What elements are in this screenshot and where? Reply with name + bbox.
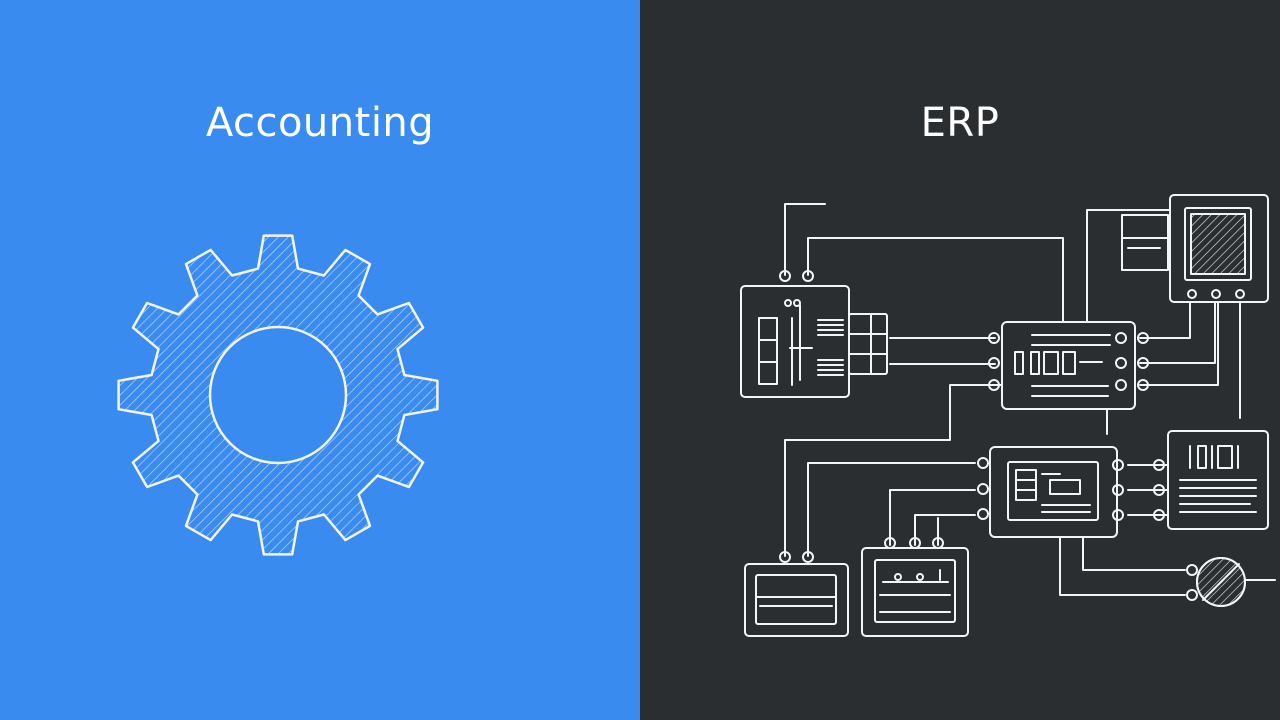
accounting-panel: Accounting (0, 0, 640, 720)
module-top-right (1121, 194, 1269, 303)
erp-title: ERP (920, 100, 1000, 146)
erp-panel: ERP (640, 0, 1280, 720)
system-network-diagram-icon (740, 194, 1276, 637)
gauge-icon (1186, 557, 1246, 607)
module-right-document (1167, 430, 1269, 530)
module-middle (977, 446, 1165, 538)
connector-lines (784, 203, 1276, 596)
module-bottom-middle (861, 537, 969, 637)
accounting-title: Accounting (205, 100, 435, 146)
module-top-left (740, 270, 888, 398)
module-center (988, 321, 1149, 410)
gear-icon (117, 234, 439, 556)
module-bottom-left (744, 551, 849, 637)
